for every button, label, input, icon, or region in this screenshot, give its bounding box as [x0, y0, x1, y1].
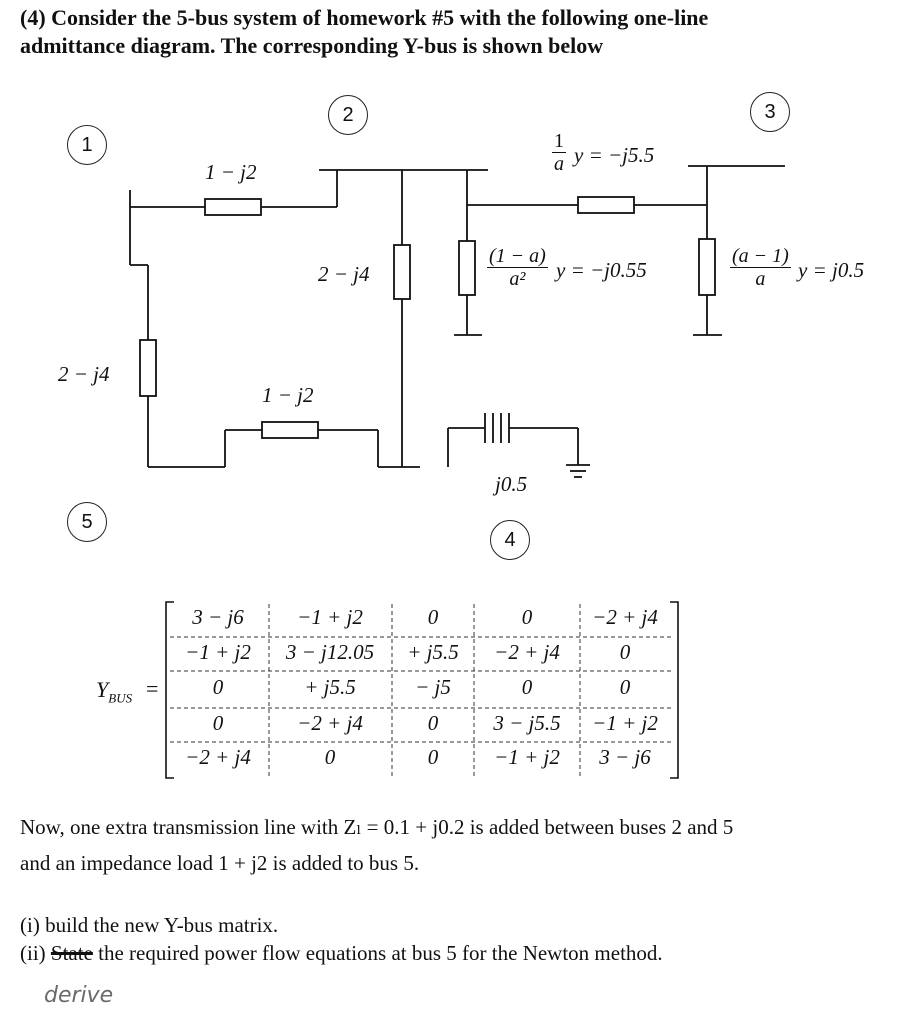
ybus-symbol: YBUS — [96, 677, 133, 706]
right-bracket — [670, 601, 679, 779]
label-line-1-2: 1 − j2 — [205, 160, 257, 184]
handwritten-annotation: derive — [44, 983, 114, 1008]
question-line-2: admittance diagram. The corresponding Y-… — [20, 33, 604, 58]
bus-3-label: 3 — [750, 92, 790, 132]
struck-word: State — [50, 941, 93, 965]
transformer-shunt-right-value: y = j0.5 — [798, 258, 865, 282]
label-cap-4: j0.5 — [495, 472, 528, 496]
shunt-right — [698, 238, 716, 296]
question-line-1: (4) Consider the 5-bus system of homewor… — [20, 5, 709, 30]
bus-4-label: 4 — [490, 520, 530, 560]
transformer-shunt-left-value: y = −j0.55 — [556, 258, 647, 282]
body-line-1: Now, one extra transmission line with Zₗ… — [20, 815, 734, 839]
transformer-series-fraction: 1 a — [552, 130, 566, 175]
bus-5-label: 5 — [67, 502, 107, 542]
item-i: (i) build the new Y-bus matrix. — [20, 913, 279, 937]
shunt-2 — [393, 244, 411, 300]
item-ii: (ii) State the required power flow equat… — [20, 941, 663, 965]
ybus-equals: = — [146, 676, 159, 701]
body-line-2: and an impedance load 1 + j2 is added to… — [20, 851, 420, 875]
left-bracket — [165, 601, 174, 779]
bus-2-label: 2 — [328, 95, 368, 135]
transformer-series-value: y = −j5.5 — [574, 143, 655, 167]
shunt-left — [458, 240, 476, 296]
label-line-1-5: 2 − j4 — [58, 362, 110, 386]
transformer-shunt-right-fraction: (a − 1) a — [730, 245, 791, 290]
label-shunt-2: 2 − j4 — [318, 262, 370, 286]
label-line-5-4: 1 − j2 — [262, 383, 314, 407]
transformer-shunt-left-fraction: (1 − a) a² — [487, 245, 548, 290]
bus-1-label: 1 — [67, 125, 107, 165]
